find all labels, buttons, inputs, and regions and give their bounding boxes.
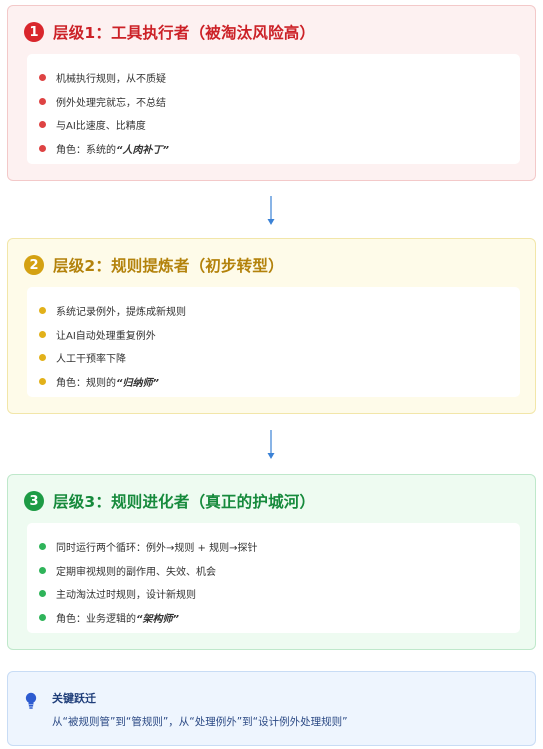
- role-prefix: 角色：规则的: [56, 377, 116, 389]
- role-prefix: 角色：业务逻辑的: [56, 613, 136, 625]
- list-item: 机械执行规则，从不质疑: [39, 66, 520, 90]
- role-prefix: 角色：系统的: [56, 144, 116, 156]
- list-item: 与AI比速度、比精度: [39, 113, 520, 137]
- level-2-number-badge: 2: [24, 255, 44, 275]
- level-2-title: 层级2：规则提炼者（初步转型）: [53, 257, 284, 275]
- list-item-text: 主动淘汰过时规则，设计新规则: [56, 590, 196, 602]
- list-item-text: 人工干预率下降: [56, 354, 126, 366]
- level-1-header: 1 层级1：工具执行者（被淘汰风险高）: [24, 21, 315, 43]
- level-2-header: 2 层级2：规则提炼者（初步转型）: [24, 254, 284, 276]
- level-1-title: 层级1：工具执行者（被淘汰风险高）: [53, 24, 316, 42]
- list-item-text: 与AI比速度、比精度: [56, 121, 146, 133]
- callout-text: 从“被规则管”到“管规则”，从“处理例外”到“设计例外处理规则”: [52, 716, 348, 728]
- level-3-number-badge: 3: [24, 491, 44, 511]
- list-item-text: 定期审视规则的副作用、失效、机会: [56, 566, 216, 578]
- level-2-card: 系统记录例外，提炼成新规则 让AI自动处理重复例外 人工干预率下降 角色：规则的…: [27, 287, 520, 397]
- role-name: “归纳师”: [116, 377, 159, 389]
- bullet-dot-icon: [39, 144, 46, 152]
- level-1-box: 1 层级1：工具执行者（被淘汰风险高） 机械执行规则，从不质疑 例外处理完就忘，…: [7, 5, 536, 181]
- list-item: 同时运行两个循环：例外→规则 + 规则→探针: [39, 535, 520, 559]
- list-item: 例外处理完就忘，不总结: [39, 90, 520, 114]
- lightbulb-icon: [25, 692, 37, 709]
- callout-title: 关键跃迁: [52, 692, 96, 705]
- list-item: 主动淘汰过时规则，设计新规则: [39, 582, 520, 606]
- role-item: 角色：规则的“归纳师”: [39, 370, 520, 394]
- list-item-text: 例外处理完就忘，不总结: [56, 97, 166, 109]
- bullet-dot-icon: [39, 377, 46, 385]
- level-2-box: 2 层级2：规则提炼者（初步转型） 系统记录例外，提炼成新规则 让AI自动处理重…: [7, 238, 536, 414]
- level-3-title: 层级3：规则进化者（真正的护城河）: [53, 493, 316, 511]
- list-item: 系统记录例外，提炼成新规则: [39, 299, 520, 323]
- bullet-dot-icon: [39, 566, 46, 574]
- role-name: “架构师”: [136, 613, 179, 625]
- bullet-dot-icon: [39, 613, 46, 621]
- level-3-box: 3 层级3：规则进化者（真正的护城河） 同时运行两个循环：例外→规则 + 规则→…: [7, 474, 536, 650]
- list-item-text: 机械执行规则，从不质疑: [56, 74, 166, 86]
- level-1-number-badge: 1: [24, 22, 44, 42]
- bullet-dot-icon: [39, 307, 46, 315]
- list-item: 定期审视规则的副作用、失效、机会: [39, 559, 520, 583]
- bullet-dot-icon: [39, 330, 46, 338]
- bullet-dot-icon: [39, 97, 46, 105]
- level-3-card: 同时运行两个循环：例外→规则 + 规则→探针 定期审视规则的副作用、失效、机会 …: [27, 523, 520, 633]
- bullet-dot-icon: [39, 590, 46, 598]
- level-1-card: 机械执行规则，从不质疑 例外处理完就忘，不总结 与AI比速度、比精度 角色：系统…: [27, 54, 520, 164]
- list-item-text: 同时运行两个循环：例外→规则 + 规则→探针: [56, 543, 258, 555]
- arrow-down-icon: [267, 196, 275, 225]
- list-item-text: 让AI自动处理重复例外: [56, 330, 156, 342]
- bullet-dot-icon: [39, 543, 46, 551]
- bullet-dot-icon: [39, 121, 46, 129]
- list-item: 让AI自动处理重复例外: [39, 323, 520, 347]
- arrow-down-icon: [267, 430, 275, 459]
- level-3-header: 3 层级3：规则进化者（真正的护城河）: [24, 490, 315, 512]
- bullet-dot-icon: [39, 74, 46, 82]
- list-item: 人工干预率下降: [39, 346, 520, 370]
- role-item: 角色：系统的“人肉补丁”: [39, 137, 520, 161]
- role-item: 角色：业务逻辑的“架构师”: [39, 606, 520, 630]
- list-item-text: 系统记录例外，提炼成新规则: [56, 307, 186, 319]
- key-transition-callout: 关键跃迁 从“被规则管”到“管规则”，从“处理例外”到“设计例外处理规则”: [7, 671, 536, 746]
- bullet-dot-icon: [39, 354, 46, 362]
- role-name: “人肉补丁”: [116, 144, 169, 156]
